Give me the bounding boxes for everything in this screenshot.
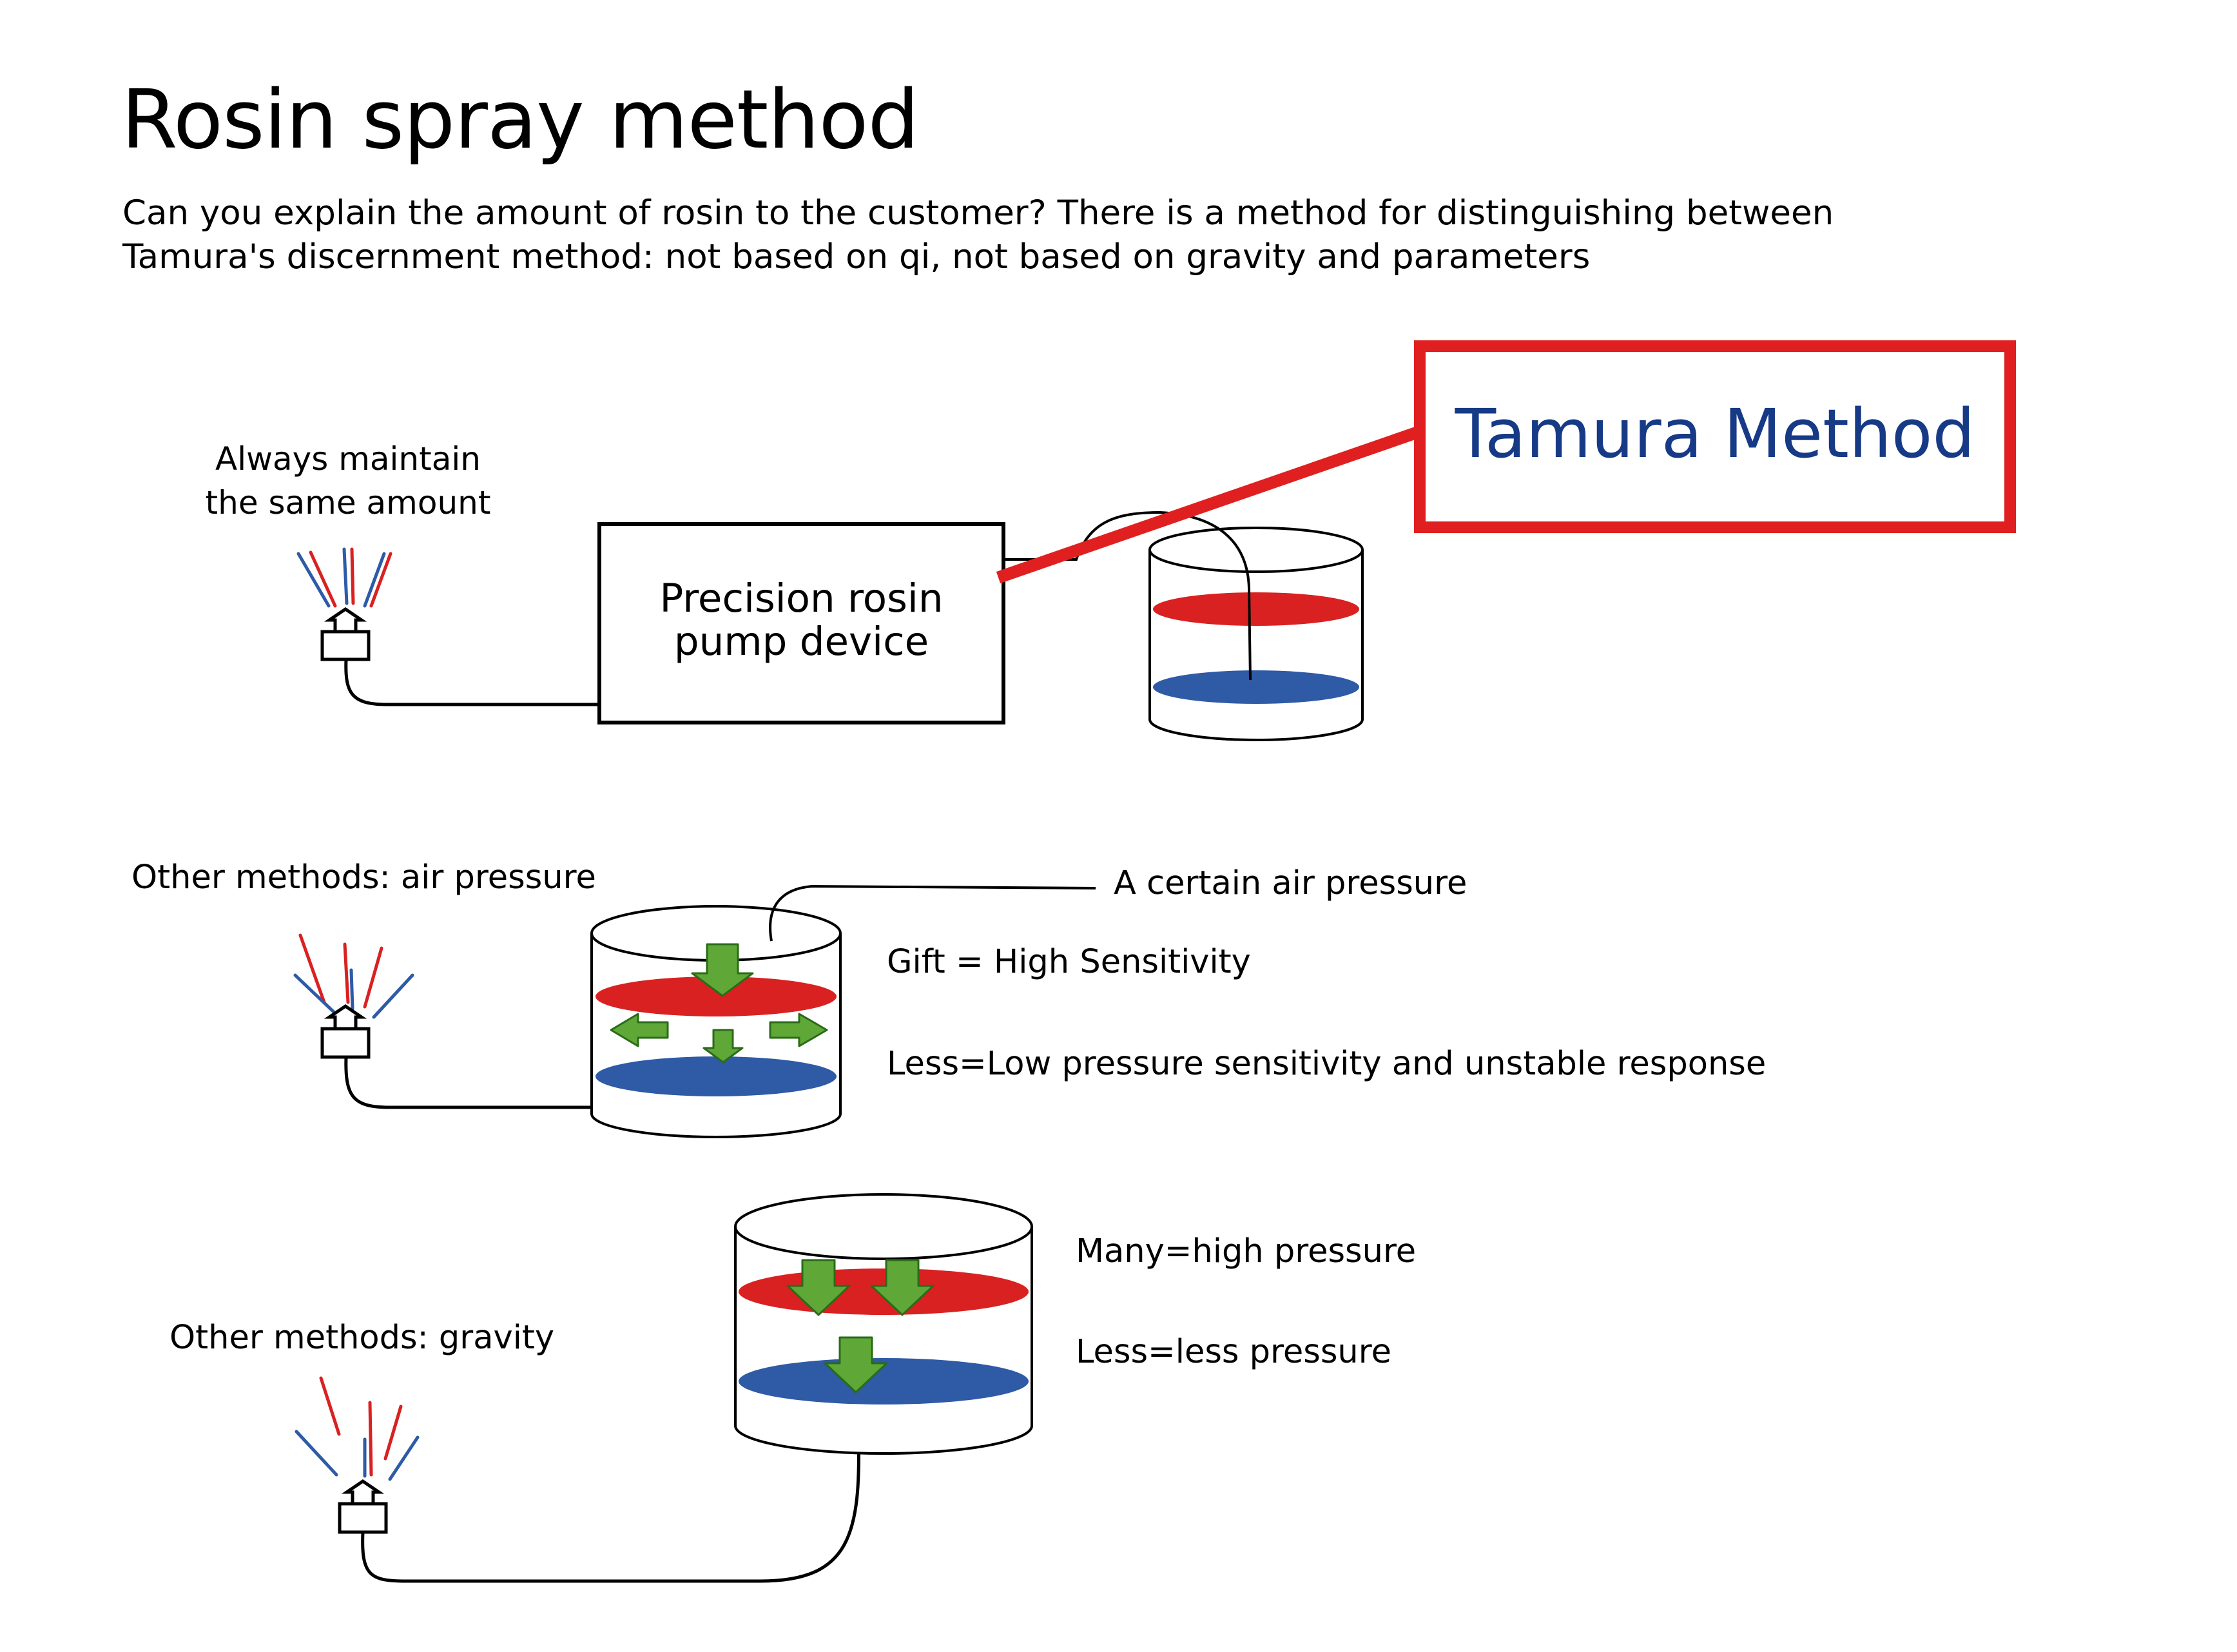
air-note-low: Less=Low pressure sensitivity and unstab… xyxy=(887,1045,1767,1083)
tamura-feed-pipe xyxy=(1003,510,1252,681)
pump-label-line-2: pump device xyxy=(673,619,929,665)
gravity-section-heading: Other methods: gravity xyxy=(169,1319,555,1357)
subtitle-line-2: Tamura's discernment method: not based o… xyxy=(122,237,1591,277)
air-hose xyxy=(344,1056,596,1109)
spray-nozzle-icon xyxy=(320,607,371,661)
gravity-tank xyxy=(734,1193,1033,1455)
tamura-highlight xyxy=(996,340,2016,583)
gravity-hose xyxy=(361,1430,860,1583)
gravity-note-high: Many=high pressure xyxy=(1076,1232,1417,1270)
nozzle-caption-line-1: Always maintain xyxy=(215,440,481,478)
spray-lines xyxy=(293,933,414,1019)
blue-rosin-layer xyxy=(739,1358,1029,1404)
tamura-method-label: Tamura Method xyxy=(1455,394,1975,473)
nozzle-caption-line-2: the same amount xyxy=(205,484,491,521)
pump-label-line-1: Precision rosin xyxy=(659,576,944,621)
pump-device-box xyxy=(597,522,1005,724)
blue-rosin-layer xyxy=(1153,670,1359,704)
air-nozzle xyxy=(293,933,596,1109)
spray-nozzle-icon xyxy=(338,1479,388,1534)
pressure-arrow-icon xyxy=(610,943,828,1064)
red-rosin-layer xyxy=(596,977,837,1016)
blue-rosin-layer xyxy=(596,1056,837,1096)
air-tank xyxy=(590,884,1096,1138)
tamura-highlight-box xyxy=(1414,340,2016,533)
page-title: Rosin spray method xyxy=(121,72,919,167)
tamura-hose xyxy=(344,659,599,706)
air-note-high: Gift = High Sensitivity xyxy=(887,943,1251,981)
tamura-tank xyxy=(1003,510,1364,741)
spray-lines xyxy=(295,1376,420,1481)
air-section-heading: Other methods: air pressure xyxy=(131,859,596,897)
spray-lines xyxy=(296,547,392,608)
air-pressure-label: A certain air pressure xyxy=(1114,864,1467,902)
air-pressure-line xyxy=(769,884,1096,942)
spray-nozzle-icon xyxy=(320,1004,371,1059)
gravity-nozzle xyxy=(295,1376,860,1583)
red-rosin-layer xyxy=(1153,592,1359,626)
pressure-arrow-icon xyxy=(786,1259,935,1394)
rosin-tank-icon xyxy=(1148,527,1364,741)
gravity-note-low: Less=less pressure xyxy=(1076,1333,1391,1371)
subtitle-line-1: Can you explain the amount of rosin to t… xyxy=(122,193,1834,233)
tamura-nozzle xyxy=(296,547,599,706)
